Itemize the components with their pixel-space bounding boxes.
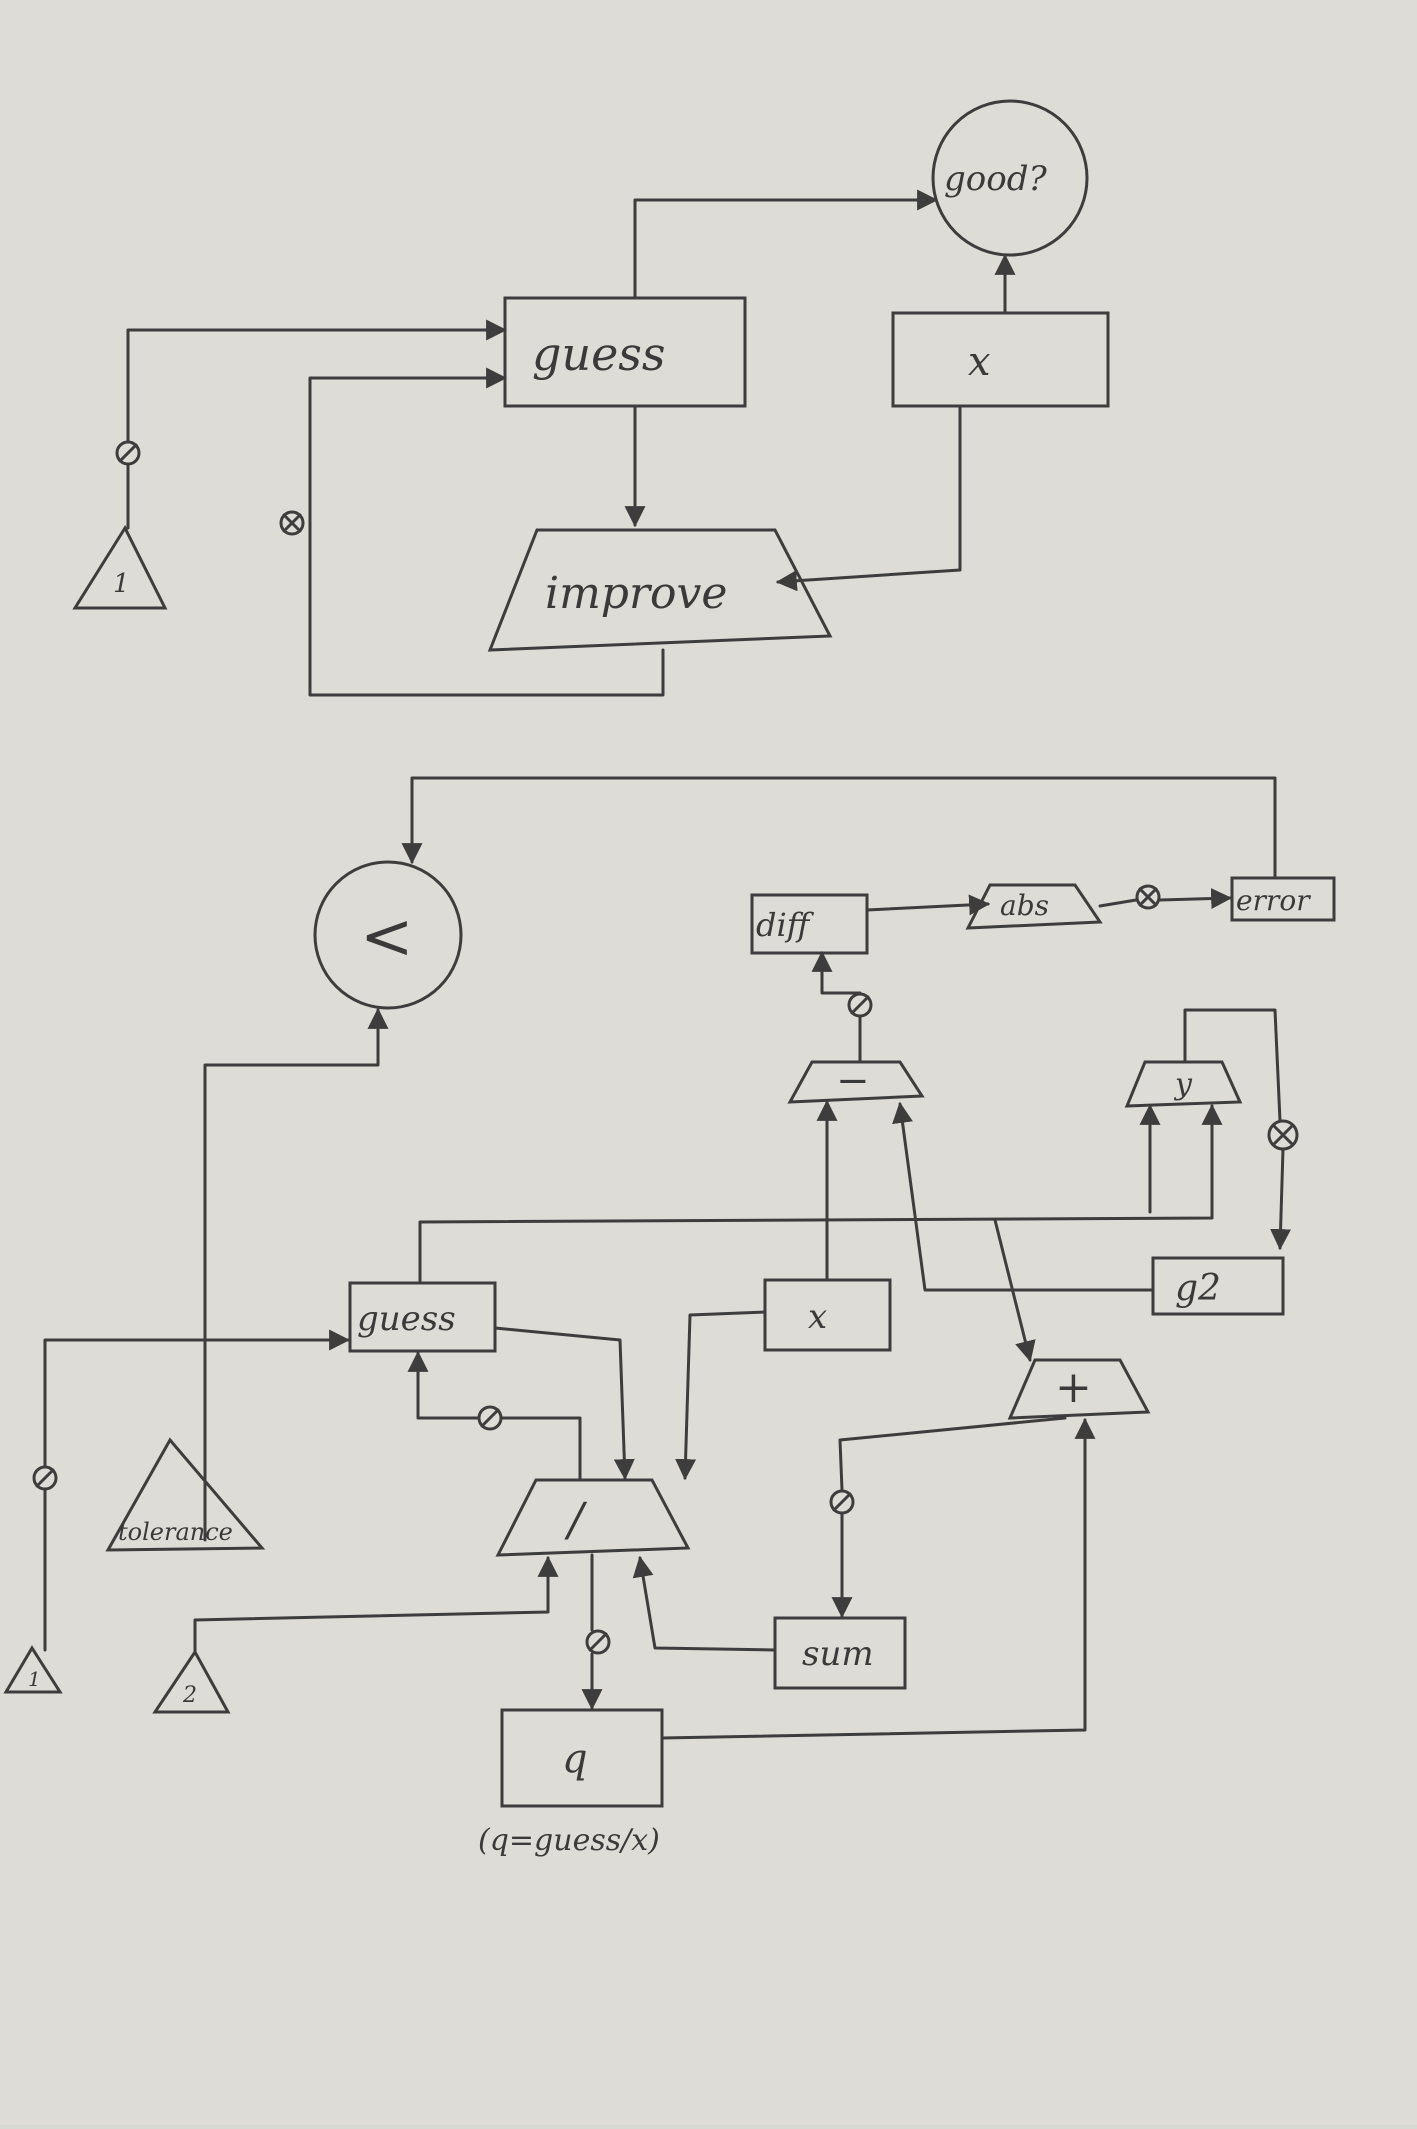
guess-register-top: guess: [503, 296, 747, 408]
good-predicate-label: good?: [944, 159, 1047, 199]
wire: [838, 1416, 1067, 1492]
q-note: (q=guess/x): [478, 1823, 660, 1858]
input-constant-triangle-2: 2: [152, 1649, 231, 1714]
plus-operator: +: [1007, 1358, 1151, 1420]
tolerance-constant: tolerance: [105, 1437, 266, 1552]
tolerance-label: tolerance: [118, 1518, 233, 1546]
input-constant-triangle-top: 1: [72, 524, 168, 610]
gate-symbol: [585, 1629, 611, 1655]
g2-register: g2: [1151, 1256, 1285, 1316]
improve-label: improve: [545, 568, 727, 619]
wire-g2-to-minus: [892, 1101, 1155, 1292]
wire: [43, 1329, 351, 1468]
wire: [993, 1218, 1036, 1363]
plus-label: +: [1055, 1362, 1092, 1413]
diff-label: diff: [756, 906, 815, 944]
wire: [493, 1326, 635, 1481]
minus-operator: −: [787, 1058, 925, 1104]
minus-label: −: [836, 1058, 870, 1104]
wire-feedback: [308, 367, 665, 697]
wire: [633, 189, 939, 300]
abs-label: abs: [1000, 889, 1049, 922]
diff-register: diff: [750, 893, 869, 955]
wire: [1270, 1147, 1292, 1251]
q-register: q (q=guess/x): [478, 1708, 664, 1858]
gate-symbol: [1135, 884, 1161, 910]
input-constant-label-2: 2: [182, 1683, 197, 1708]
wire: [865, 894, 991, 916]
x-label-top: x: [968, 339, 991, 385]
halve-label: y: [1173, 1067, 1193, 1102]
g2-label: g2: [1175, 1268, 1221, 1309]
less-than-node: <: [313, 860, 463, 1010]
wire-q-to-plus: [660, 1417, 1096, 1740]
wire: [193, 1555, 559, 1654]
wire: [126, 319, 508, 443]
wire: [500, 1416, 582, 1482]
sum-label: sum: [802, 1634, 874, 1674]
guess-label-top: guess: [532, 327, 666, 381]
q-label: q: [562, 1736, 588, 1782]
top-diagram: good? guess x improve 1: [72, 99, 1110, 697]
input-constant-label-1: 1: [28, 1667, 41, 1691]
error-label: error: [1236, 884, 1311, 917]
wire-tolerance-to-compare: [203, 1007, 389, 1542]
wire: [1098, 898, 1138, 908]
input-constant-triangle-1: 1: [3, 1645, 63, 1694]
wire: [675, 1310, 767, 1481]
bottom-diagram: < diff abs error − y g2: [3, 776, 1336, 1858]
wire: [407, 1350, 480, 1420]
wire: [1158, 888, 1233, 910]
x-register-top: x: [891, 311, 1110, 408]
wire-guess-to-halve: [418, 1103, 1223, 1285]
input-constant-label-top: 1: [113, 569, 130, 599]
less-than-label: <: [360, 900, 414, 974]
gate-symbol: [279, 510, 305, 536]
wire: [1183, 1008, 1282, 1123]
wire: [632, 1555, 777, 1652]
wire: [775, 404, 962, 592]
halve-operator: y: [1124, 1060, 1243, 1108]
improve-operator: improve: [487, 528, 833, 652]
wire: [811, 950, 862, 995]
x-label-bottom: x: [808, 1297, 827, 1337]
guess-label-bottom: guess: [357, 1299, 456, 1339]
wire-error-to-compare: [401, 776, 1277, 880]
